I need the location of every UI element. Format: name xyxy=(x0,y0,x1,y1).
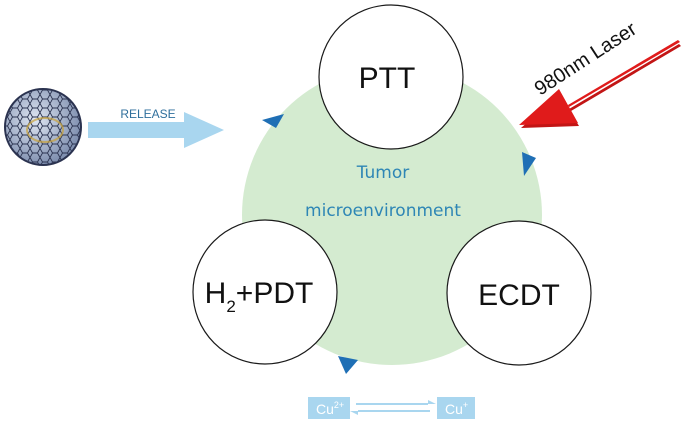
ecdt-label: ECDT xyxy=(478,279,560,312)
cycle-arrow-right xyxy=(522,152,536,176)
center-text-line2: microenvironment xyxy=(305,201,461,221)
cu2-base: Cu xyxy=(316,401,334,417)
h2-pdt-h: H xyxy=(205,277,227,310)
cycle-arrow-top-left xyxy=(262,114,284,128)
center-text-line1: Tumor xyxy=(356,163,410,183)
h2-pdt-node xyxy=(192,219,338,365)
release-label: RELEASE xyxy=(120,107,175,121)
h2-pdt-subscript: 2 xyxy=(226,297,235,316)
laser-arrow xyxy=(519,40,681,128)
cu2-box xyxy=(308,397,350,419)
cu2-superscript: 2+ xyxy=(334,400,344,410)
laser-label: 980nm Laser xyxy=(531,18,641,100)
cu2-label: Cu2+ xyxy=(316,400,344,417)
ptt-node xyxy=(318,4,464,150)
cu1-box xyxy=(437,397,475,419)
fullerene-cage-icon xyxy=(4,88,82,166)
cu1-label: Cu+ xyxy=(445,400,468,417)
cycle-arrow-bottom xyxy=(338,356,358,374)
h2-pdt-rest: +PDT xyxy=(236,277,314,310)
ptt-label: PTT xyxy=(359,62,416,95)
equilibrium-arrows xyxy=(350,400,436,415)
ecdt-node xyxy=(446,220,592,366)
release-arrow xyxy=(88,112,224,148)
cu1-base: Cu xyxy=(445,401,463,417)
cu1-superscript: + xyxy=(463,400,468,410)
h2-pdt-label: H2+PDT xyxy=(205,277,314,316)
